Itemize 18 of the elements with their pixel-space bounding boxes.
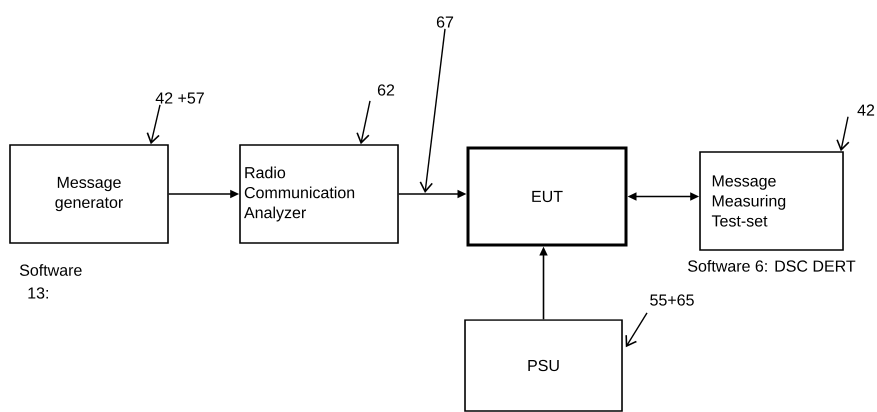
callout-number: 67 <box>436 16 454 28</box>
leader-line <box>356 100 371 144</box>
callout-number: 42 +57 <box>156 92 204 104</box>
callout-number: 62 <box>378 84 394 96</box>
block-box: Radio Communication Analyzer <box>239 144 399 244</box>
leader-line <box>625 312 648 348</box>
block-box: Message generator <box>9 144 169 244</box>
block-box: Message Measuring Test-set <box>699 151 844 251</box>
note-text: 13: <box>28 287 48 299</box>
callout-number: 42 <box>857 104 874 116</box>
callout-number: 55+65 <box>650 294 694 306</box>
leader-line <box>146 104 161 144</box>
leader-line <box>420 28 446 193</box>
block-box: EUT <box>466 146 628 246</box>
box-caption: Software 6: DSC DERT <box>688 260 856 272</box>
block-box: PSU <box>464 319 623 412</box>
note-text: Software <box>20 264 82 276</box>
leader-line <box>836 116 850 152</box>
